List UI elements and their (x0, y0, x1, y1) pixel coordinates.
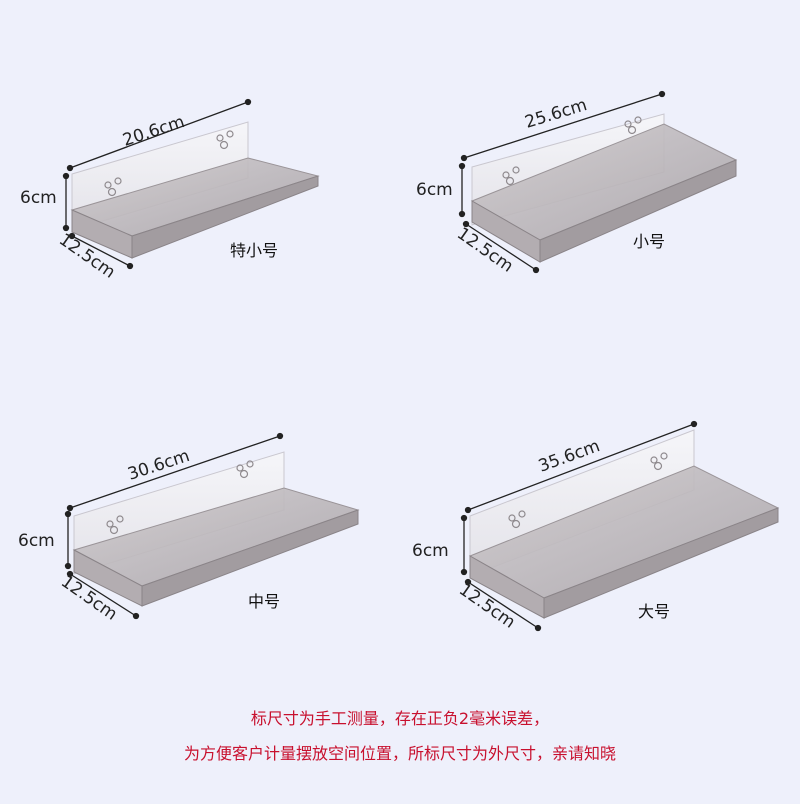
length-label: 30.6cm (125, 446, 192, 485)
size-name-label: 中号 (248, 592, 280, 611)
mounting-holes (104, 130, 234, 197)
measurement-note: 标尺寸为手工测量，存在正负2毫米误差， (250, 709, 550, 728)
length-label: 25.6cm (523, 95, 590, 133)
size-name-label: 特小号 (230, 241, 278, 260)
size-name-label: 小号 (633, 232, 665, 251)
dimension-lines (460, 420, 698, 632)
dimension-lines (64, 432, 284, 620)
outer-size-note: 为方便客户计量摆放空间位置，所标尺寸为外尺寸，亲请知晓 (183, 744, 616, 763)
shelf-extra-small: 20.6cm 6cm 12.5cm 特小号 (20, 98, 320, 283)
dimension-lines (458, 90, 666, 274)
mounting-holes (508, 452, 668, 529)
shelf-medium: 30.6cm 6cm 12.5cm 中号 (18, 432, 360, 625)
base-side-edge (71, 209, 133, 259)
height-label: 6cm (18, 531, 55, 551)
shelf-large: 35.6cm 6cm 12.5cm 大号 (412, 420, 780, 633)
dimension-lines (62, 98, 252, 270)
base-side-edge (469, 555, 545, 619)
height-label: 6cm (412, 541, 449, 561)
height-label: 6cm (20, 188, 57, 208)
mounting-holes (106, 460, 254, 535)
shelf-small: 25.6cm 6cm 12.5cm 小号 (416, 90, 738, 277)
mounting-holes (502, 116, 642, 186)
size-name-label: 大号 (638, 602, 670, 621)
height-label: 6cm (416, 180, 453, 200)
base-side-edge (73, 549, 143, 607)
base-side-edge (471, 200, 541, 263)
